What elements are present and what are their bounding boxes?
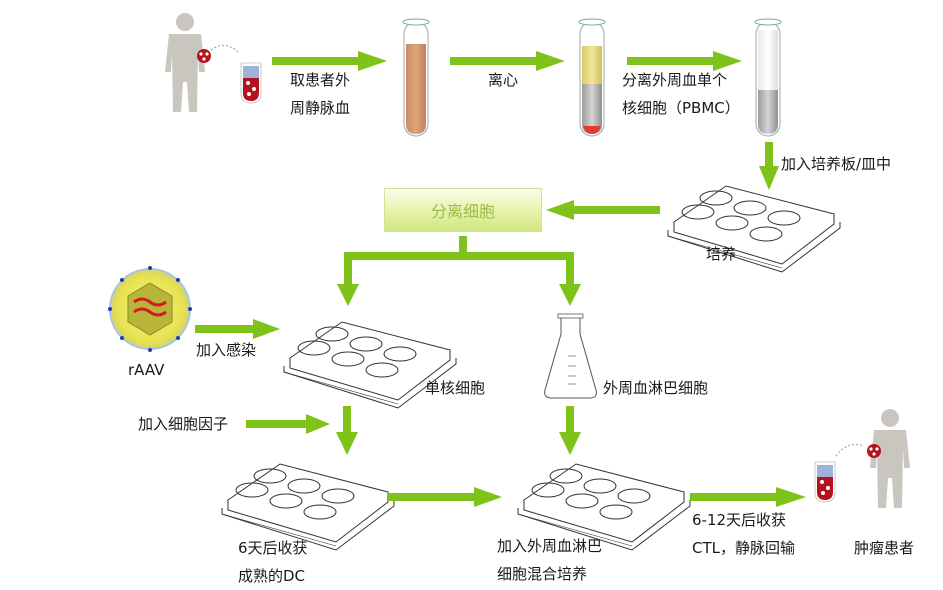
arrow-icon xyxy=(336,406,358,455)
dc-label-1: 6天后收获 xyxy=(238,539,308,557)
dc-label-2: 成熟的DC xyxy=(238,567,306,585)
patient-label: 肿瘤患者 xyxy=(854,539,915,557)
arrow-icon xyxy=(388,487,502,507)
whole-blood-tube-icon xyxy=(402,18,430,137)
coculture-label-2: 细胞混合培养 xyxy=(497,565,588,583)
arrow-icon xyxy=(559,406,581,455)
separate-cells-box: 分离细胞 xyxy=(384,188,542,232)
lymphocytes-label: 外周血淋巴细胞 xyxy=(603,379,709,397)
arrow-icon xyxy=(272,51,387,71)
split-connector-icon xyxy=(337,236,581,306)
infect-label: 加入感染 xyxy=(196,341,257,359)
add-to-plate-label: 加入培养板/皿中 xyxy=(781,155,892,173)
raav-virus-icon xyxy=(108,266,192,352)
erlenmeyer-flask-icon xyxy=(544,313,597,399)
culture-label: 培养 xyxy=(706,245,737,263)
arrow-icon xyxy=(450,51,565,71)
blood-sample-icon xyxy=(240,62,262,104)
patient-figure-icon xyxy=(835,409,910,508)
donor-figure-icon xyxy=(165,13,239,112)
arrow-icon xyxy=(690,487,806,507)
pbmc-tube-icon xyxy=(754,18,782,137)
raav-label: rAAV xyxy=(128,361,165,379)
draw-blood-label-2: 周静脉血 xyxy=(290,99,351,117)
draw-blood-label-1: 取患者外 xyxy=(290,71,351,89)
arrow-icon xyxy=(195,319,280,339)
add-cytokines-label: 加入细胞因子 xyxy=(138,415,229,433)
arrow-icon xyxy=(546,200,660,220)
centrifuged-tube-icon xyxy=(578,18,606,137)
separate-cells-label: 分离细胞 xyxy=(430,202,495,221)
arrow-icon xyxy=(759,142,779,190)
ctl-label-2: CTL，静脉回输 xyxy=(692,539,795,557)
monocytes-label: 单核细胞 xyxy=(425,379,486,397)
arrow-icon xyxy=(627,51,742,71)
culture-plate-icon xyxy=(667,185,841,273)
ctl-label-1: 6-12天后收获 xyxy=(692,511,787,529)
reinfusion-tube-icon xyxy=(814,461,836,503)
arrow-icon xyxy=(246,414,330,434)
pbmc-label-2: 核细胞（PBMC） xyxy=(622,99,740,117)
pbmc-label-1: 分离外周血单个 xyxy=(622,71,728,89)
coculture-label-1: 加入外周血淋巴 xyxy=(497,537,603,555)
centrifuge-label: 离心 xyxy=(488,71,519,89)
